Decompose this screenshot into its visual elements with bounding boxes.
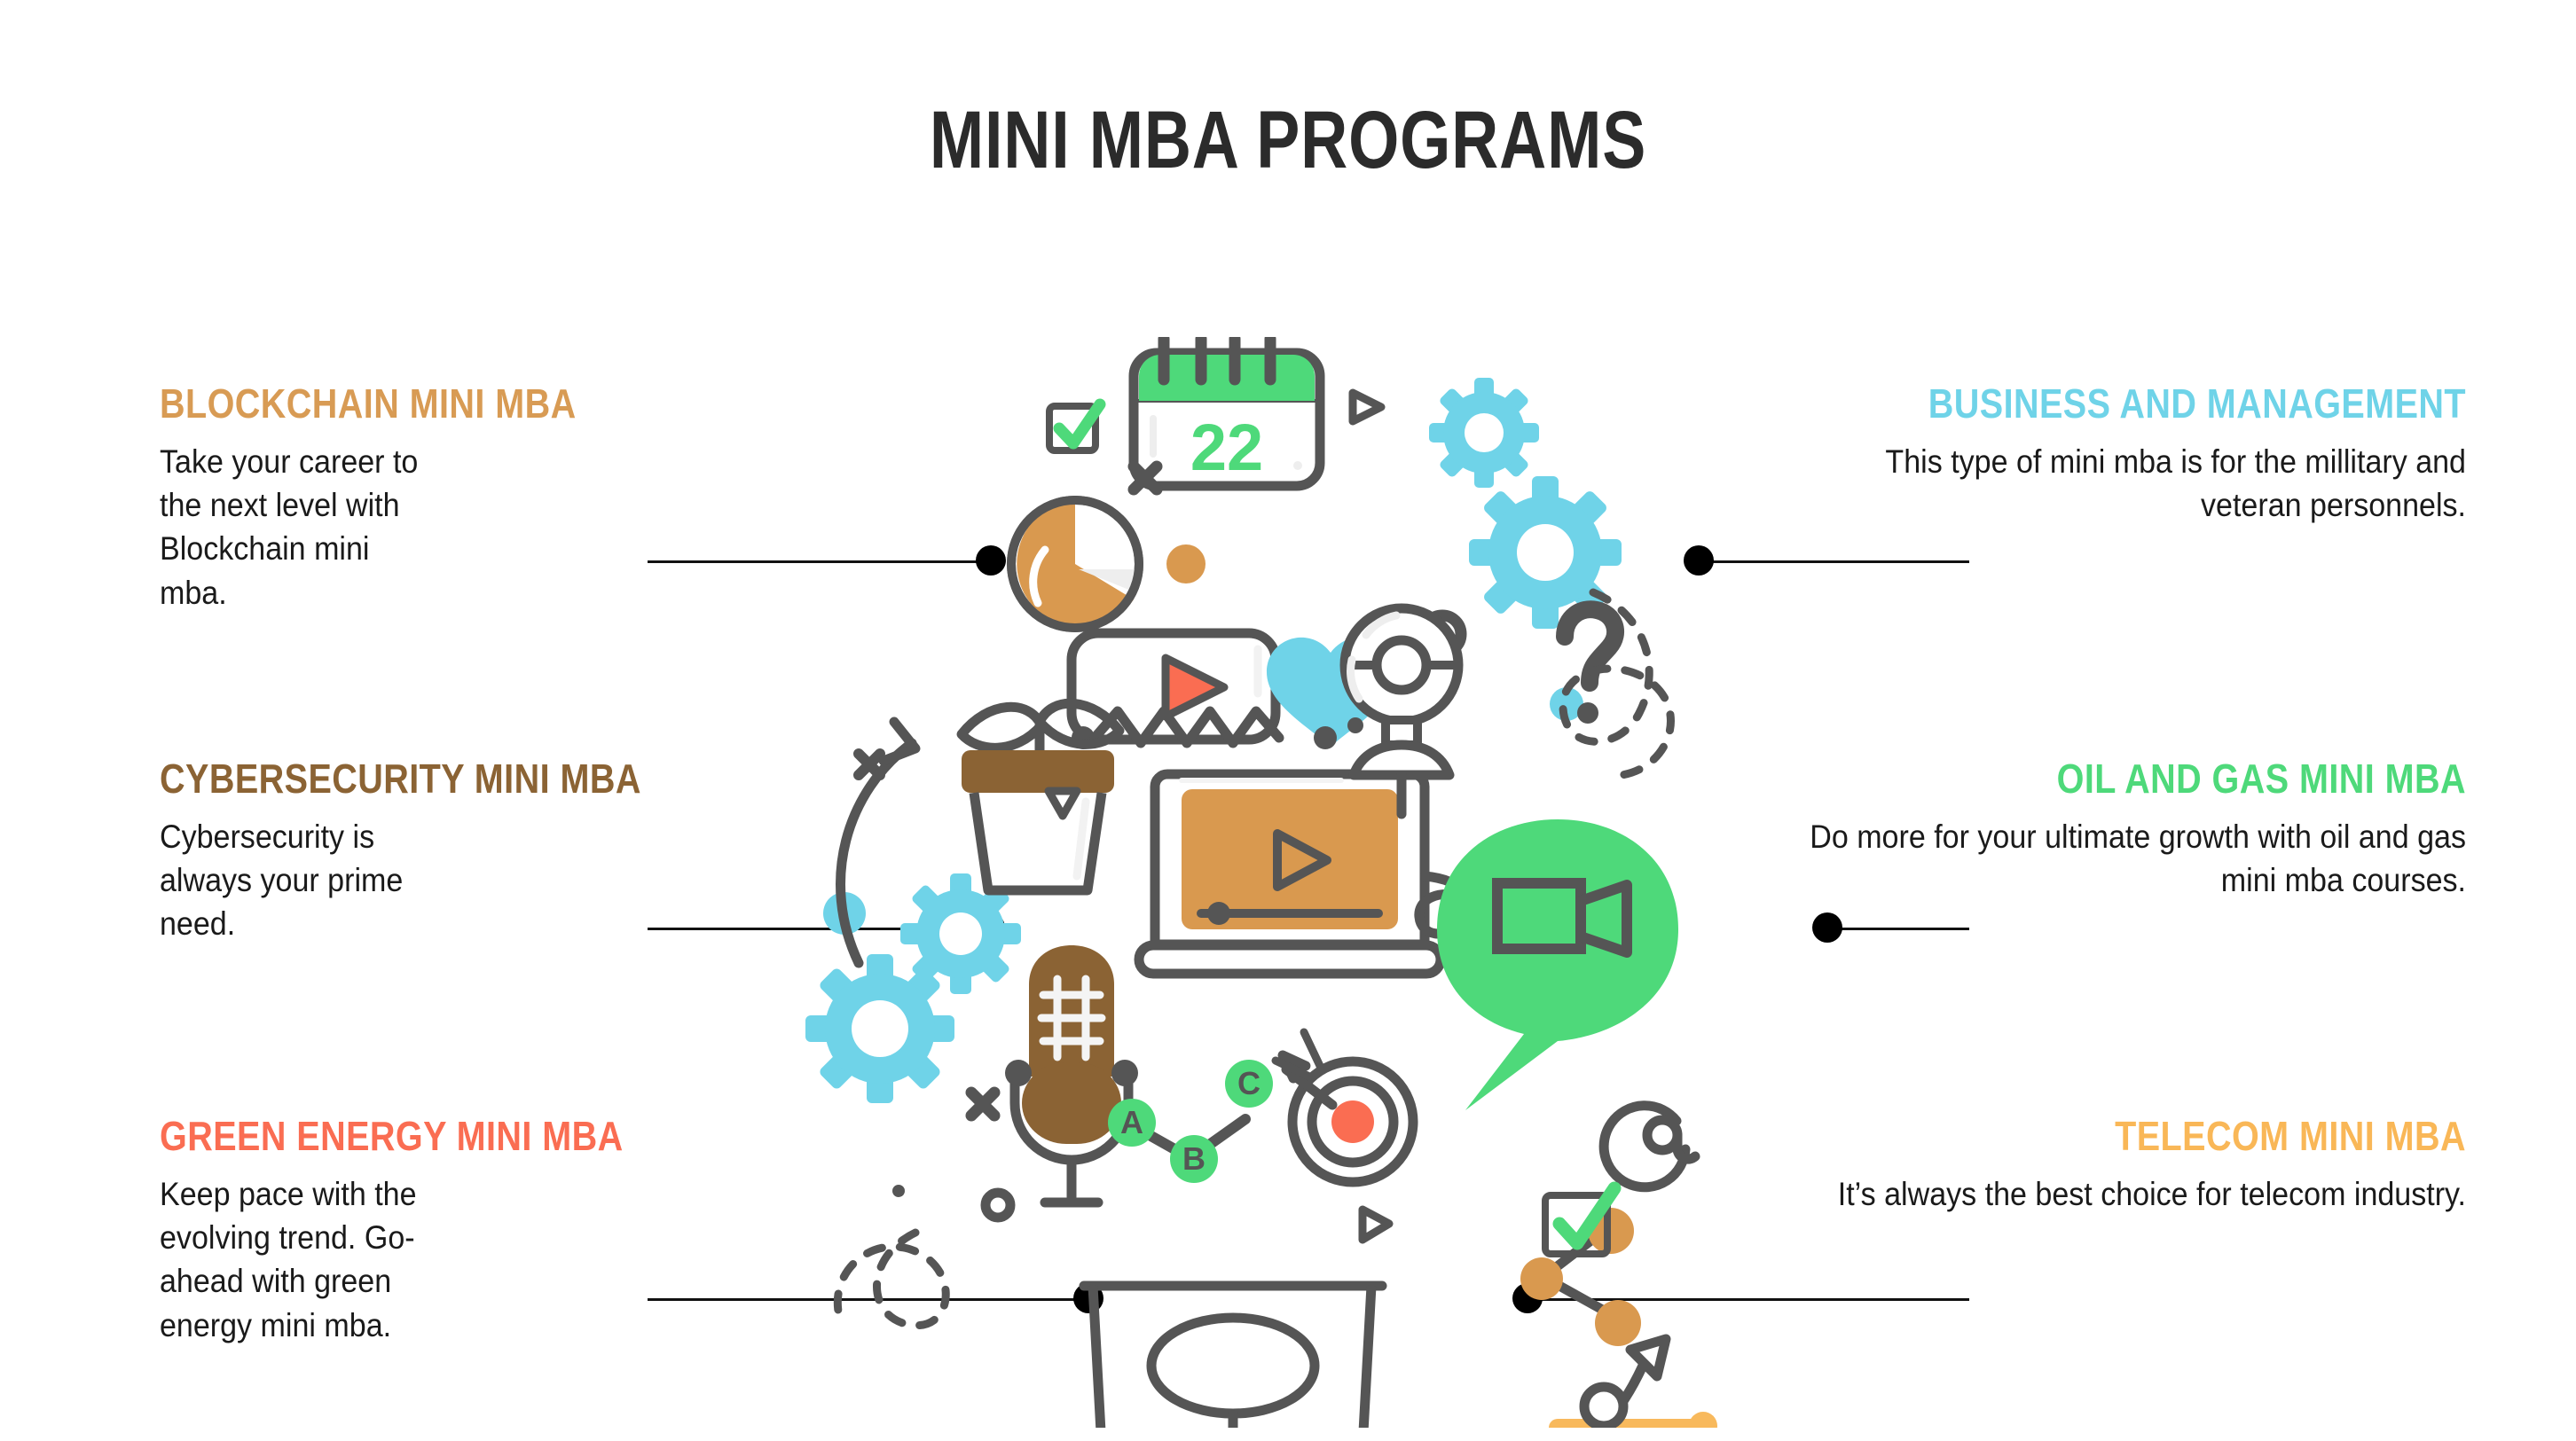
connector-line-blockchain (648, 560, 1002, 563)
triangle-icon (1348, 388, 1386, 426)
page-title: MINI MBA PROGRAMS (929, 95, 1647, 185)
program-heading-green-energy: GREEN ENERGY MINI MBA (160, 1113, 624, 1159)
speech-bubble-video-icon (1437, 819, 1678, 1110)
graph-node-label-b: B (1182, 1140, 1206, 1177)
connector-dot-oil-and-gas (1812, 912, 1842, 943)
program-body-oil-and-gas: Do more for your ultimate growth with oi… (1810, 818, 2466, 899)
connector-line-business-and-management (1703, 560, 1969, 563)
program-heading-cybersecurity: CYBERSECURITY MINI MBA (160, 756, 641, 802)
target-dartboard-icon (1271, 1028, 1418, 1187)
checkbox-check-icon (1542, 1181, 1622, 1257)
calendar-day-label: 22 (1190, 411, 1263, 484)
dot-orange-icon (1166, 544, 1206, 583)
sparkle-icon (965, 1086, 1001, 1122)
dot-orange-icon (1689, 1412, 1717, 1428)
gear-icon (1429, 378, 1539, 488)
dashed-curve-icon (1559, 588, 1675, 779)
program-block-green-energy: GREEN ENERGY MINI MBA Keep pace with the… (160, 1116, 834, 1347)
program-body-cybersecurity: Cybersecurity is always your prime need. (160, 818, 404, 943)
program-heading-blockchain: BLOCKCHAIN MINI MBA (160, 380, 577, 427)
gear-icon (805, 954, 954, 1103)
program-block-telecom: TELECOM MINI MBA It’s always the best ch… (1739, 1116, 2466, 1216)
connector-line-cybersecurity (648, 928, 1002, 930)
program-body-blockchain: Take your career to the next level with … (160, 443, 419, 611)
program-heading-oil-and-gas: OIL AND GAS MINI MBA (2056, 756, 2466, 802)
pie-chart-icon (1007, 496, 1143, 632)
presentation-easel-icon (1079, 1280, 1387, 1428)
connector-dot-business-and-management (1684, 545, 1714, 576)
program-body-business-and-management: This type of mini mba is for the millita… (1885, 443, 2466, 524)
network-nodes-icon (1520, 1208, 1641, 1346)
connector-line-telecom (1535, 1298, 1969, 1301)
gear-icon (1469, 476, 1622, 629)
program-block-blockchain: BLOCKCHAIN MINI MBA Take your career to … (160, 383, 834, 615)
connector-line-oil-and-gas (1832, 928, 1969, 930)
program-block-business-and-management: BUSINESS AND MANAGEMENT This type of min… (1739, 383, 2466, 527)
curved-arrow-icon (836, 717, 921, 968)
dot-cyan-icon (1550, 687, 1583, 721)
program-body-green-energy: Keep pace with the evolving trend. Go-ah… (160, 1176, 417, 1343)
program-block-oil-and-gas: OIL AND GAS MINI MBA Do more for your ul… (1739, 758, 2466, 902)
graph-node-label-c: C (1237, 1065, 1261, 1101)
sparkle-icon (1127, 460, 1163, 496)
checkbox-check-icon (1046, 398, 1106, 454)
dot-dark-icon (892, 1185, 905, 1197)
triangle-icon (1358, 1205, 1394, 1244)
program-block-cybersecurity: CYBERSECURITY MINI MBA Cybersecurity is … (160, 758, 834, 946)
calendar-icon: 22 (1128, 337, 1325, 491)
microphone-icon (1005, 945, 1138, 1208)
at-symbol-icon (1598, 1100, 1700, 1193)
question-mark-icon (1556, 600, 1624, 724)
program-heading-business-and-management: BUSINESS AND MANAGEMENT (1928, 380, 2466, 427)
growth-arrow-icon (1579, 1334, 1671, 1428)
program-body-telecom: It’s always the best choice for telecom … (1837, 1176, 2466, 1212)
dashed-curve-icon (833, 1228, 950, 1330)
laptop-video-icon (1134, 769, 1446, 979)
triangle-icon (1044, 787, 1081, 820)
dot-dark-icon (1347, 717, 1363, 733)
ring-icon (980, 1187, 1016, 1223)
graph-node-label-a: A (1120, 1104, 1143, 1140)
network-nodes-icon: A B C (1108, 1060, 1273, 1183)
connector-line-green-energy (648, 1298, 1091, 1301)
connector-dot-blockchain (976, 545, 1006, 576)
webcam-icon (1339, 603, 1464, 819)
central-illustration: .ink { fill:none; stroke:#555555; stroke… (781, 337, 1810, 1428)
potted-plant-icon (956, 698, 1125, 896)
program-heading-telecom: TELECOM MINI MBA (2115, 1113, 2466, 1159)
